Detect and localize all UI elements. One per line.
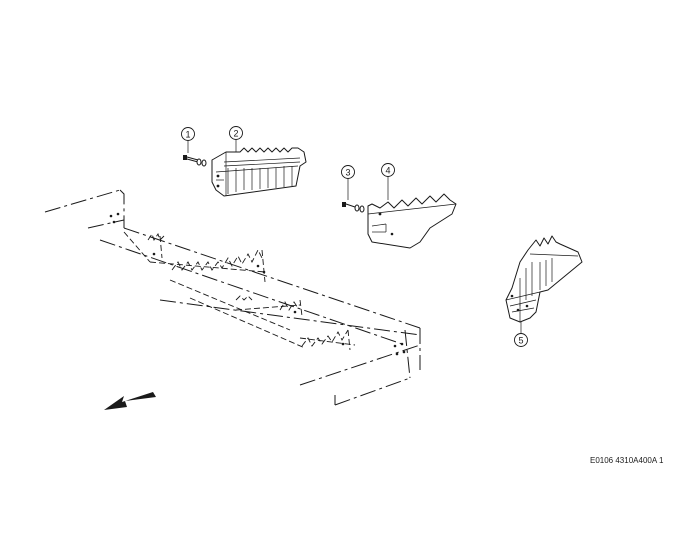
frame-rail-assembly bbox=[44, 189, 421, 406]
callout-2-label: 2 bbox=[233, 129, 238, 139]
callout-3-label: 3 bbox=[345, 168, 350, 178]
callout-1: 1 bbox=[181, 127, 195, 141]
callout-5: 5 bbox=[514, 333, 528, 347]
part-2-sawtooth-bracket bbox=[211, 140, 307, 197]
arrow-down-left-icon bbox=[104, 392, 156, 410]
callout-5-label: 5 bbox=[518, 336, 523, 346]
part-3-bolt bbox=[342, 179, 365, 213]
part-5-sawtooth-post bbox=[505, 235, 583, 334]
reference-code: E0106 4310A400A 1 bbox=[590, 456, 664, 465]
callout-2: 2 bbox=[229, 126, 243, 140]
callout-3: 3 bbox=[341, 165, 355, 179]
callout-4-label: 4 bbox=[385, 166, 390, 176]
callout-4: 4 bbox=[381, 163, 395, 177]
part-1-bolt bbox=[183, 141, 207, 167]
callout-1-label: 1 bbox=[185, 130, 190, 140]
part-4-sawtooth-plate bbox=[367, 177, 457, 249]
